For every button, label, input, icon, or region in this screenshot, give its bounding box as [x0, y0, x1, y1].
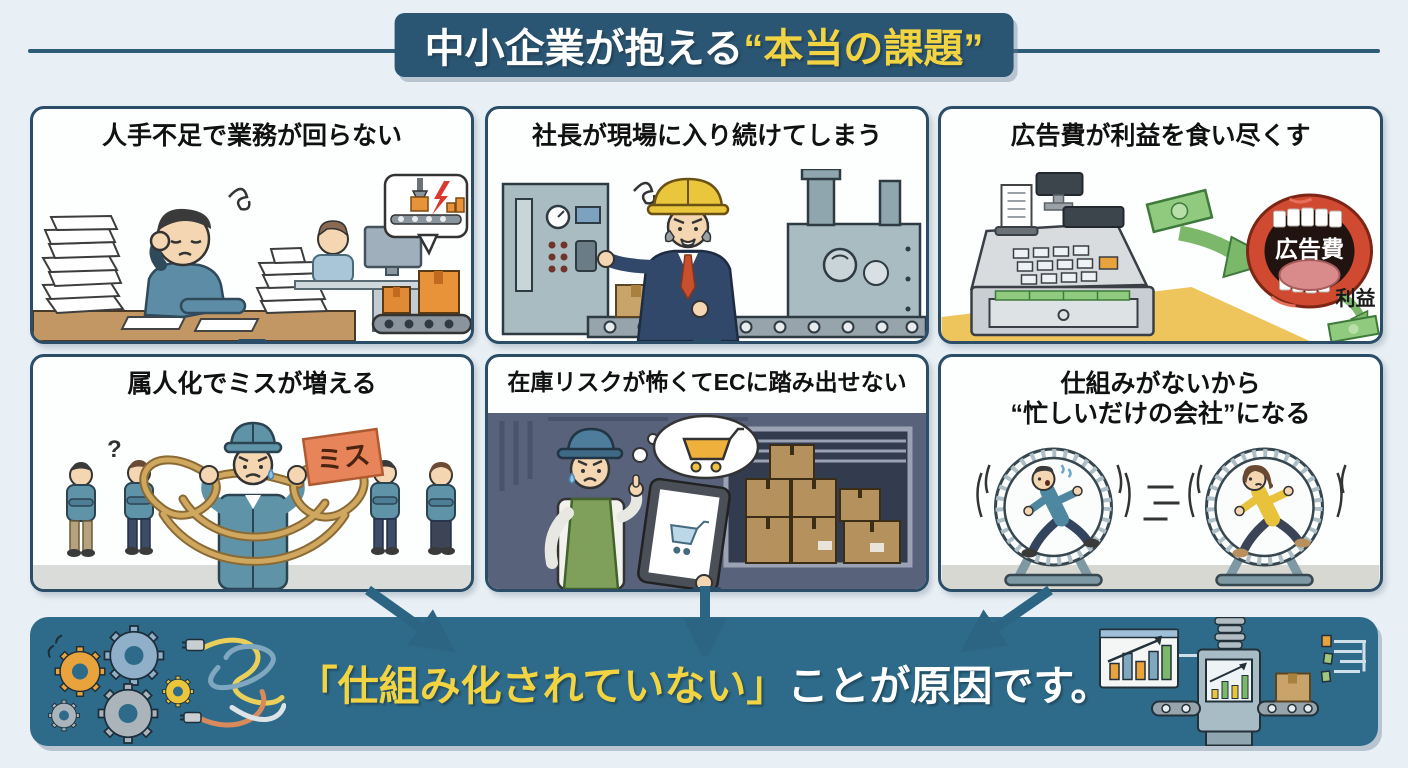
- panel-no-system: 仕組みがないから “忙しいだけの会社”になる: [938, 354, 1383, 592]
- connector-tab: [693, 339, 721, 341]
- hamster-wheels-illustration: [941, 447, 1380, 589]
- president-factory-illustration: [501, 169, 926, 341]
- tired-office-worker-illustration: [33, 173, 471, 341]
- cash-register-mouth-illustration: 広告費 利益: [941, 172, 1380, 341]
- profit-label: 利益: [1336, 286, 1376, 310]
- gears-and-wires-illustration: [47, 625, 286, 744]
- panel-title-line2: “忙しいだけの会社”になる: [1010, 400, 1311, 428]
- panel-title-line1: 仕組みがないから: [1060, 370, 1261, 398]
- wheel-right: [1205, 447, 1324, 587]
- panel-title: 仕組みがないから “忙しいだけの会社”になる: [941, 369, 1380, 429]
- panel-inventory-risk: 在庫リスクが怖くてECに踏み出せない: [485, 354, 929, 592]
- page-title-main: 中小企業が抱える: [424, 27, 744, 71]
- page-title-highlight: “本当の課題”: [743, 27, 984, 71]
- panel-title: 在庫リスクが怖くてECに踏み出せない: [507, 369, 907, 395]
- panel-labor-shortage: 人手不足で業務が回らない: [30, 106, 474, 344]
- panel-ad-costs: 広告費が利益を食い尽くす: [938, 106, 1383, 344]
- conclusion-banner: 「仕組み化されていない」ことが原因です。: [30, 617, 1378, 746]
- panel-president-onsite: 社長が現場に入り続けてしまう: [485, 106, 929, 344]
- connector-tab: [238, 339, 266, 341]
- connector-tab: [693, 587, 721, 589]
- panel-title: 属人化でミスが増える: [127, 370, 377, 398]
- page-title: 中小企業が抱える“本当の課題”: [394, 13, 1014, 77]
- conclusion-rest: ことが原因です。: [787, 662, 1112, 709]
- panel-title: 広告費が利益を食い尽くす: [1010, 122, 1311, 150]
- conclusion-highlight: 「仕組み化されていない」: [296, 662, 788, 709]
- panel-over-reliance: 属人化でミスが増える: [30, 354, 474, 592]
- wheel-left: [994, 447, 1113, 587]
- warehouse-ec-tablet-illustration: [488, 413, 926, 589]
- ad-cost-label: 広告費: [1275, 236, 1344, 262]
- question-mark-label: ?: [107, 436, 122, 463]
- panel-title: 社長が現場に入り続けてしまう: [531, 122, 882, 150]
- panel-title: 人手不足で業務が回らない: [101, 122, 402, 150]
- automation-machine-illustration: [1099, 617, 1366, 746]
- tangled-rope-worker-illustration: ?: [33, 421, 471, 589]
- mistake-label: ミス: [314, 439, 372, 476]
